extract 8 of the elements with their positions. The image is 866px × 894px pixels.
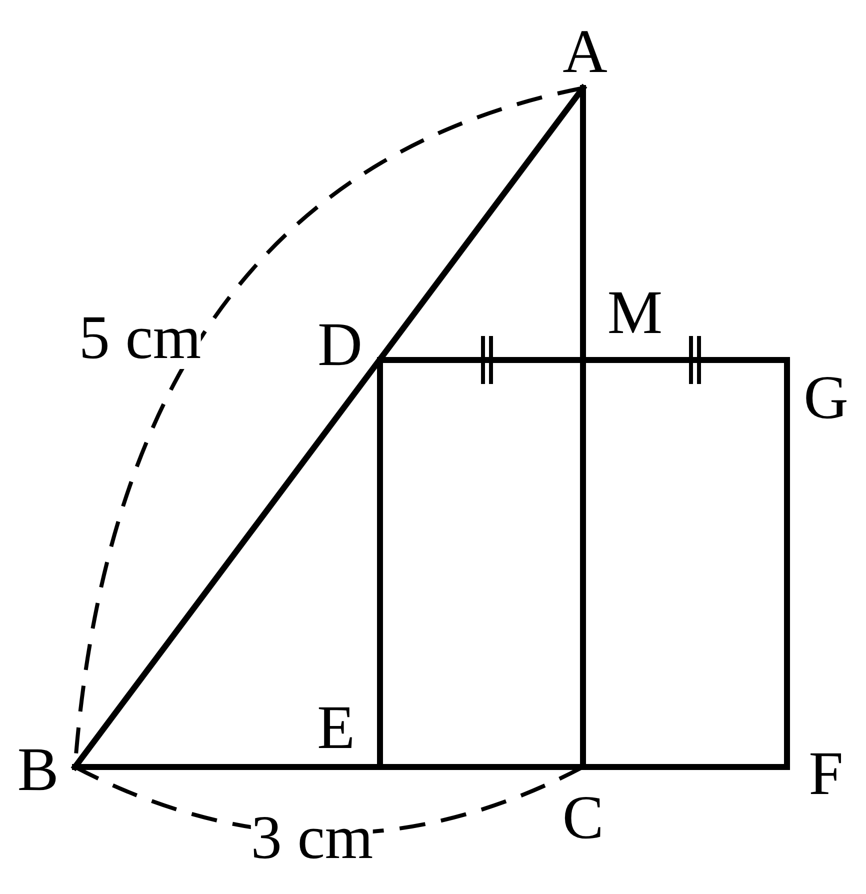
point-label: F [808, 743, 844, 805]
point-label: D [318, 314, 362, 376]
point-label: M [607, 282, 663, 344]
point-label: A [562, 21, 608, 83]
point-label: C [562, 787, 604, 849]
point-label: G [804, 367, 848, 429]
point-label: B [17, 739, 59, 801]
point-label: E [317, 697, 355, 759]
